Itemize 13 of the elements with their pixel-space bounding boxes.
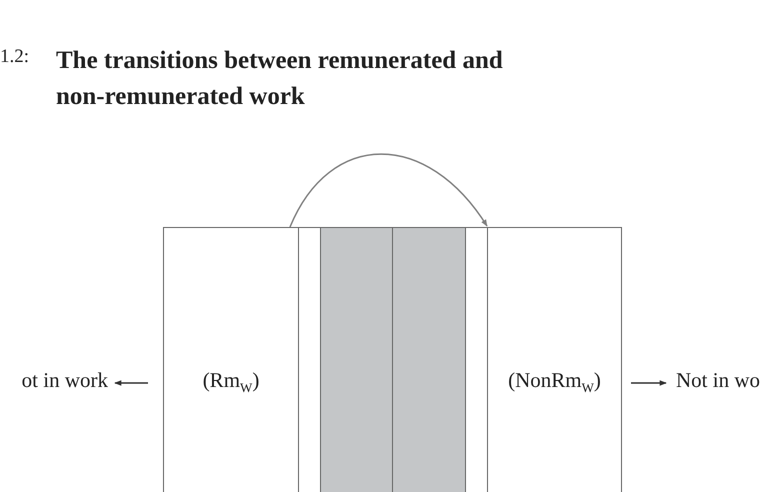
figure-title: The transitions between remunerated and non-remunerated work [56,46,504,112]
figure-number: 1.2: [0,46,30,68]
outcome-text: ot in work [22,368,108,393]
column-label: (Rm$_{W}$) [202,368,260,396]
shaded-box [320,227,393,492]
outcome-text: Not in wo [676,368,760,393]
column-box [487,227,622,492]
column-box [163,227,299,492]
arrow [114,380,148,386]
shaded-box [392,227,466,492]
arrow [631,380,667,386]
column-label: (NonRm$_{W}$) [508,368,601,396]
arrow [289,153,488,228]
